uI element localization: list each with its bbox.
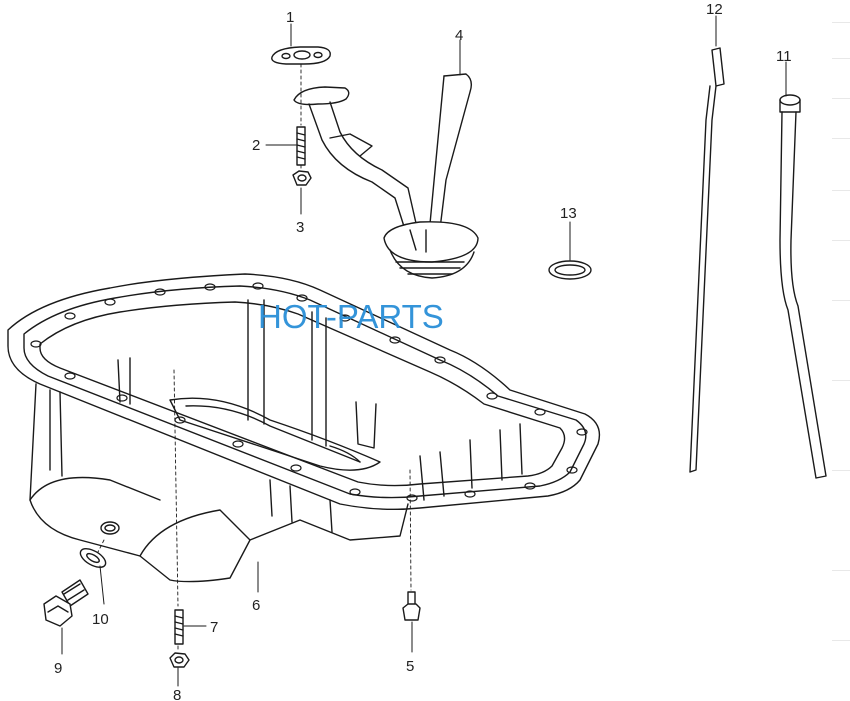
- part-6-oil-pan[interactable]: [8, 274, 599, 582]
- part-13-o-ring[interactable]: [549, 261, 591, 279]
- part-4-oil-strainer[interactable]: [294, 74, 478, 278]
- edge-mark: [832, 98, 850, 99]
- edge-mark: [832, 58, 850, 59]
- callout-7: 7: [210, 619, 218, 636]
- part-1-gasket[interactable]: [272, 47, 330, 64]
- callout-2: 2: [252, 137, 260, 154]
- part-3-nut[interactable]: [293, 171, 311, 185]
- edge-mark: [832, 380, 850, 381]
- edge-mark: [832, 300, 850, 301]
- part-5-bolt[interactable]: [403, 592, 420, 620]
- callout-1: 1: [286, 9, 294, 26]
- callout-6: 6: [252, 597, 260, 614]
- callout-11: 11: [776, 48, 792, 65]
- callout-12: 12: [706, 1, 723, 18]
- edge-mark: [832, 138, 850, 139]
- part-12-dipstick[interactable]: [690, 48, 724, 472]
- part-10-drain-washer[interactable]: [77, 545, 108, 571]
- callout-10: 10: [92, 611, 109, 628]
- part-8-nut[interactable]: [170, 653, 189, 667]
- edge-mark: [832, 470, 850, 471]
- part-7-stud[interactable]: [175, 610, 183, 644]
- callout-5: 5: [406, 658, 414, 675]
- callout-3: 3: [296, 219, 304, 236]
- part-9-drain-plug[interactable]: [44, 580, 88, 626]
- part-2-stud[interactable]: [297, 127, 305, 165]
- assembly-axis-lines: [97, 63, 412, 653]
- callout-13: 13: [560, 205, 577, 222]
- edge-mark: [832, 190, 850, 191]
- watermark: HOT-PARTS: [258, 298, 444, 335]
- part-11-dipstick-tube[interactable]: [780, 95, 826, 478]
- callout-8: 8: [173, 687, 181, 701]
- callout-leaders: [61, 15, 787, 687]
- callout-9: 9: [54, 660, 62, 677]
- callout-4: 4: [455, 27, 463, 44]
- edge-mark: [832, 570, 850, 571]
- edge-mark: [832, 240, 850, 241]
- edge-mark: [832, 22, 850, 23]
- edge-mark: [832, 640, 850, 641]
